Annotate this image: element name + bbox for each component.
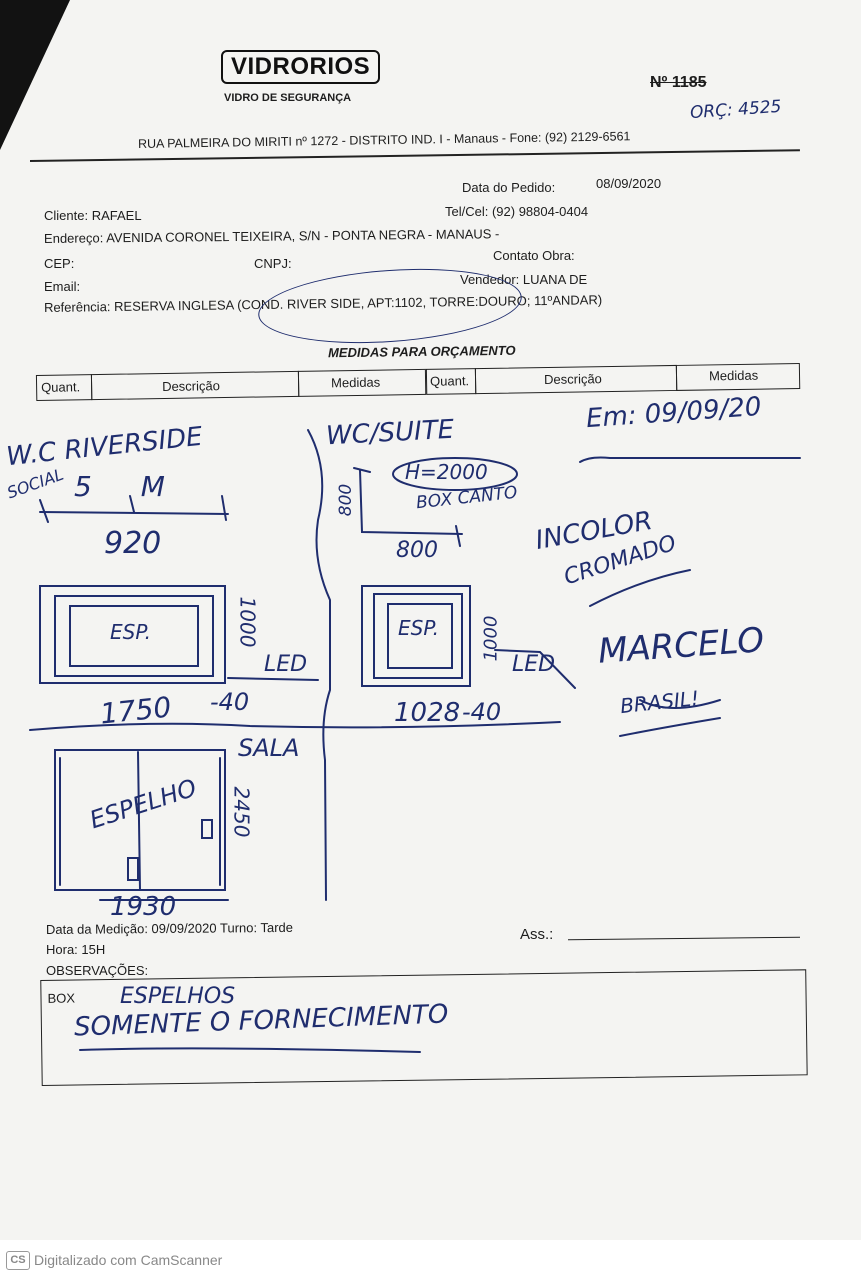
contact-field: Contato Obra: <box>493 248 575 263</box>
hand-minus40-a: -40 <box>210 688 250 716</box>
hand-sala: SALA <box>238 734 300 762</box>
sala-handle-right <box>201 819 213 839</box>
company-tagline: VIDRO DE SEGURANÇA <box>224 92 352 104</box>
email-field: Email: <box>44 279 81 294</box>
vertical-divider-stroke <box>307 429 331 901</box>
measurement-date-text: Data da Medição: 09/09/2020 <box>45 920 217 937</box>
hand-led-1: LED <box>264 652 308 677</box>
mirror-1-outer <box>39 585 226 684</box>
order-date-value: 08/09/2020 <box>596 176 662 191</box>
hand-5m: 5 M <box>74 470 165 503</box>
scan-corner-shadow <box>0 0 70 150</box>
incolor-arrow <box>589 569 691 607</box>
camscanner-icon: CS <box>6 1251 30 1270</box>
scanner-footer <box>0 1240 861 1280</box>
observacoes-label: OBSERVAÇÕES: <box>46 963 149 978</box>
hand-1028: 1028 <box>394 698 461 728</box>
sala-handle-left <box>127 857 139 881</box>
mirror-2-inner <box>387 603 453 669</box>
brasil-stroke <box>619 717 721 737</box>
sala-mirror-divisions <box>59 751 221 891</box>
mirror-2-middle <box>373 593 463 679</box>
client-field: Cliente: RAFAEL <box>44 208 142 223</box>
order-date-label: Data do Pedido: <box>462 180 556 195</box>
signature-label: Ass.: <box>520 926 554 943</box>
led-1-line <box>227 677 319 681</box>
obs-underline <box>79 1047 421 1053</box>
observacoes-box-text: BOX <box>47 990 76 1006</box>
dimension-ticks-920 <box>39 495 227 523</box>
measurement-date: Data da Medição: 09/09/2020 Turno: Tarde <box>46 920 293 937</box>
hand-1000-b: 1000 <box>480 615 502 662</box>
scanner-watermark: Digitalizado com CamScanner <box>34 1252 223 1268</box>
phone-field: Tel/Cel: (92) 98804-0404 <box>445 204 589 219</box>
hand-1000-a: 1000 <box>235 596 260 648</box>
mirror-1-middle <box>54 595 214 677</box>
mirror-2-outer <box>361 585 471 687</box>
hand-920: 920 <box>104 526 162 561</box>
hand-2450: 2450 <box>229 786 254 838</box>
hand-minus40-b: -40 <box>462 698 502 726</box>
h2000-circle <box>392 457 518 491</box>
box-corner-ticks <box>353 467 461 547</box>
hand-1930: 1930 <box>110 892 177 922</box>
measurement-turno: Turno: Tarde <box>219 919 294 936</box>
hand-esp-2: ESP. <box>398 616 439 640</box>
seller-field: Vendedor: LUANA DE <box>460 272 588 287</box>
box-corner-lines <box>359 469 463 535</box>
brasil-underline <box>639 699 721 709</box>
measurement-hora: Hora: 15H <box>46 942 106 957</box>
horizontal-divider-stroke <box>29 721 561 731</box>
hand-led-2: LED <box>512 652 556 677</box>
cnpj-field: CNPJ: <box>254 256 292 271</box>
dimension-line-920 <box>39 511 229 515</box>
led-2-line <box>494 649 576 689</box>
date-underline <box>579 456 801 463</box>
cep-field: CEP: <box>44 256 75 271</box>
form-number: Nº 1185 <box>650 74 707 91</box>
mirror-1-inner <box>69 605 199 667</box>
hand-h2000: H=2000 <box>405 460 488 484</box>
hand-800-vertical: 800 <box>336 483 357 517</box>
company-logo: VIDRORIOS <box>221 50 381 84</box>
hand-obs-espelhos: ESPELHOS <box>120 984 236 1009</box>
hand-800-horizontal: 800 <box>396 538 438 563</box>
hand-esp-1: ESP. <box>110 620 151 644</box>
